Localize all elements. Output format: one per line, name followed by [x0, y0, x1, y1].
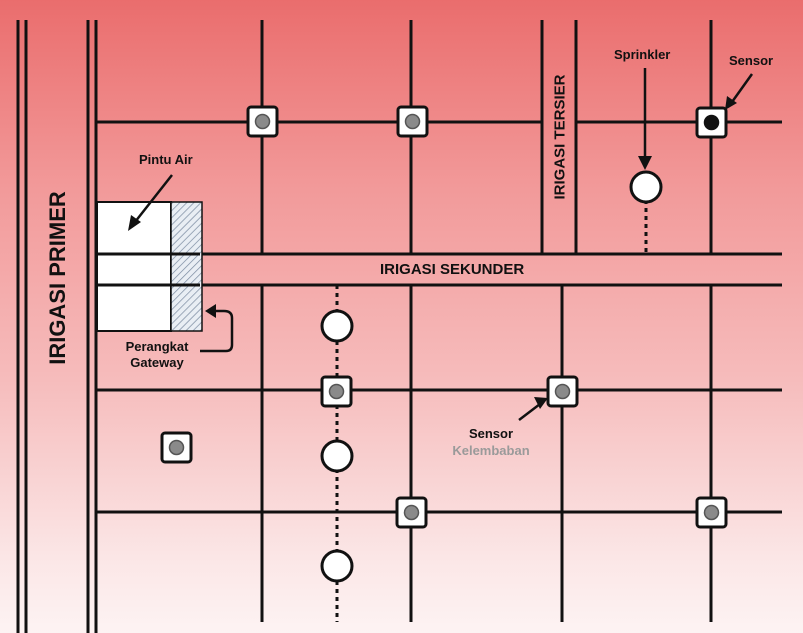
sprinkler-node-4	[320, 549, 354, 583]
arrow-gateway	[200, 309, 234, 353]
sensor-node-6	[395, 496, 428, 529]
arrow-head-gateway	[205, 304, 216, 318]
sensor-node-4	[546, 375, 579, 408]
label-kelembaban: Kelembaban	[452, 443, 530, 458]
water-gates	[96, 201, 203, 332]
sprinkler-node-1	[629, 170, 663, 204]
arrow-head-sprinkler	[638, 156, 652, 170]
arrow-head-pintu-air	[128, 215, 141, 231]
label-perangkat: Perangkat	[125, 339, 189, 354]
label-sensor-mid: Sensor	[468, 426, 514, 441]
arrow-pintu-air	[134, 174, 173, 223]
sensor-node-3	[320, 375, 353, 408]
label-sensor-top: Sensor	[729, 53, 774, 68]
label-irigasi-tersier: IRIGASI TERSIER	[551, 74, 569, 200]
arrow-sensor-top	[730, 73, 754, 103]
label-irigasi-sekunder: IRIGASI SEKUNDER	[380, 261, 525, 278]
sensor-node-1	[246, 105, 279, 138]
sensor-node-5	[160, 431, 193, 464]
sensor-node-top-right	[695, 106, 728, 139]
label-sprinkler: Sprinkler	[614, 47, 671, 62]
arrow-head-sensor-top	[725, 96, 737, 110]
label-irigasi-primer: IRIGASI PRIMER	[45, 191, 70, 365]
label-pintu-air: Pintu Air	[139, 152, 193, 167]
sensor-node-7	[695, 496, 728, 529]
sprinkler-node-2	[320, 309, 354, 343]
label-gateway: Gateway	[130, 355, 184, 370]
arrow-head-sensor-mid	[534, 397, 548, 409]
sprinkler-node-3	[320, 439, 354, 473]
arrow-sensor-mid	[518, 403, 541, 421]
sensor-node-2	[396, 105, 429, 138]
